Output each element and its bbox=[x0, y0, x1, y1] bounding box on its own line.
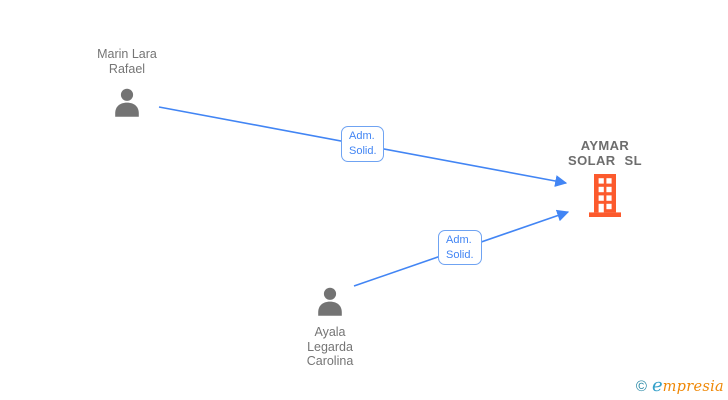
edge-label-line: Solid. bbox=[446, 249, 474, 262]
person-name-line: Marin Lara bbox=[97, 47, 157, 61]
node-person-ayala-legarda-carolina[interactable]: Ayala Legarda Carolina bbox=[260, 285, 400, 369]
person-name-line: Rafael bbox=[108, 61, 146, 76]
empresia-watermark: © empresia bbox=[636, 375, 724, 396]
person-name-line: Legarda bbox=[307, 339, 353, 354]
person-name: Ayala Legarda Carolina bbox=[307, 325, 354, 369]
empresia-logo-lead: e bbox=[651, 375, 663, 396]
edge-label-line: Solid. bbox=[349, 145, 377, 158]
person-name-line: Ayala bbox=[314, 325, 346, 339]
empresia-logo-rest: mpresia bbox=[662, 379, 724, 395]
edge-label-adm-solid: Adm. Solid. bbox=[341, 126, 384, 162]
copyright-icon: © bbox=[635, 378, 647, 395]
building-icon bbox=[589, 174, 621, 217]
node-person-marin-lara-rafael[interactable]: Marin Lara Rafael bbox=[57, 47, 197, 120]
empresia-logo: empresia bbox=[652, 375, 724, 396]
node-company-aymar-solar-sl[interactable]: AYMAR SOLAR SL bbox=[535, 138, 675, 217]
person-icon bbox=[115, 88, 139, 117]
edge-label-line: Adm. bbox=[349, 130, 375, 142]
person-icon bbox=[318, 287, 342, 316]
company-name-line: AYMAR bbox=[580, 138, 630, 153]
person-name-line: Carolina bbox=[306, 354, 354, 368]
company-name-line: SOLAR SL bbox=[568, 153, 642, 168]
edge-label-line: Adm. bbox=[446, 234, 472, 246]
company-name: AYMAR SOLAR SL bbox=[568, 138, 642, 168]
person-name: Marin Lara Rafael bbox=[97, 47, 157, 76]
edge-label-adm-solid: Adm. Solid. bbox=[438, 230, 482, 265]
